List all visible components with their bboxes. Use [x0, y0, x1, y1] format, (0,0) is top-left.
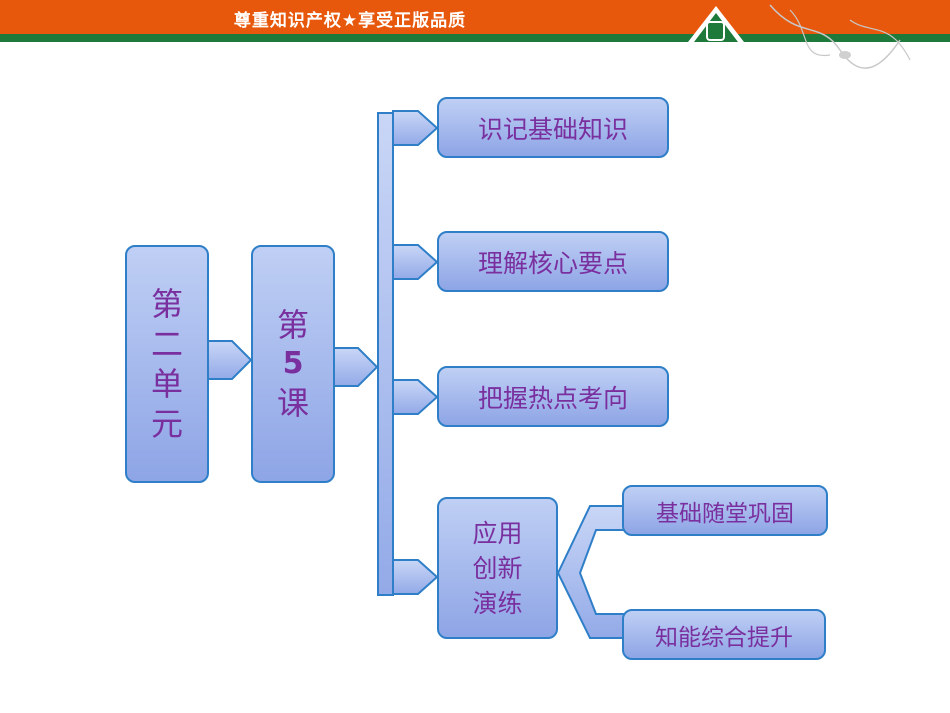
- lesson-char: 课: [276, 383, 309, 422]
- bracket-apply: [556, 505, 625, 639]
- unit-char: 单: [150, 365, 183, 403]
- branch-box-2[interactable]: 理解核心要点: [437, 231, 669, 292]
- apply-box: 应用 创新 演练: [437, 497, 558, 639]
- arrow-unit-lesson: [207, 340, 253, 380]
- arrow-branch-3: [392, 379, 439, 415]
- lesson-char: 第: [276, 306, 309, 345]
- branch-box-1[interactable]: 识记基础知识: [437, 97, 669, 158]
- arrow-lesson-bar: [333, 347, 379, 387]
- unit-char: 元: [150, 405, 183, 443]
- branch-label: 识记基础知识: [477, 114, 628, 144]
- arrow-branch-1: [392, 110, 439, 146]
- lesson-number: 5: [282, 346, 304, 382]
- unit-char: 第: [150, 285, 183, 323]
- branch-label: 理解核心要点: [477, 248, 628, 278]
- flourish-icon: [769, 4, 911, 69]
- unit-box: 第 二 单 元: [125, 245, 209, 483]
- vertical-bar: [377, 112, 394, 596]
- sub-branch-label: 知能综合提升: [655, 624, 793, 651]
- apply-line: 创新: [472, 553, 523, 583]
- arrow-branch-2: [392, 244, 439, 280]
- house-logo-icon: [688, 6, 744, 42]
- sub-branch-box-2[interactable]: 知能综合提升: [622, 609, 826, 660]
- branch-box-3[interactable]: 把握热点考向: [437, 366, 669, 427]
- unit-char: 二: [150, 325, 183, 363]
- sub-branch-box-1[interactable]: 基础随堂巩固: [622, 485, 828, 536]
- branch-label: 把握热点考向: [477, 383, 628, 413]
- arrow-branch-4: [392, 559, 439, 595]
- apply-line: 应用: [472, 518, 523, 548]
- top-banner: [0, 0, 950, 42]
- lesson-box: 第 5 课: [251, 245, 335, 483]
- banner-slogan: 尊重知识产权★享受正版品质: [233, 11, 467, 31]
- apply-line: 演练: [472, 588, 523, 618]
- sub-branch-label: 基础随堂巩固: [656, 500, 794, 527]
